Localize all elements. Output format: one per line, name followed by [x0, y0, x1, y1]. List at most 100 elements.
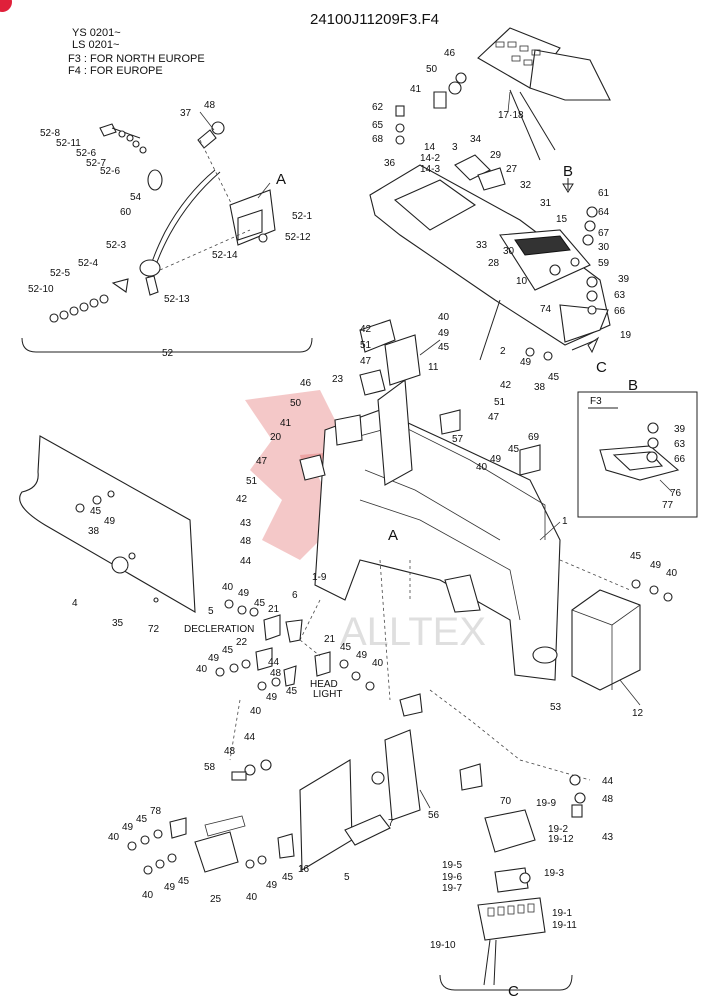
part-label: 74 [540, 304, 552, 315]
part-number-labels: 48 37 52-8 52-11 52-6 52-7 52-6 54 60 52… [28, 48, 686, 951]
part-label: 43 [240, 518, 252, 529]
part-label: 48 [602, 794, 614, 805]
view-label-a-main: A [388, 527, 398, 544]
lower-bracket-group [127, 689, 591, 875]
part-label: 67 [598, 228, 610, 239]
part-label: 72 [148, 624, 160, 635]
part-label: 11 [428, 362, 439, 373]
part-label: 49 [356, 650, 368, 661]
part-label: 69 [528, 432, 540, 443]
part-label: 52-14 [212, 250, 238, 261]
part-label: 48 [224, 746, 236, 757]
part-label: 50 [426, 64, 438, 75]
view-label-c-bottom: C [508, 983, 519, 1000]
part-label: 40 [142, 890, 154, 901]
part-label: 19-7 [442, 883, 462, 894]
part-label: 47 [488, 412, 500, 423]
part-label: 52-6 [100, 166, 120, 177]
part-label: 40 [250, 706, 262, 717]
part-label: 48 [204, 100, 216, 111]
part-label: 30 [598, 242, 610, 253]
headlight-label-1: HEAD [310, 679, 338, 690]
part-label: 19-11 [552, 920, 577, 931]
part-label: 53 [550, 702, 562, 713]
part-label: 52-1 [292, 211, 312, 222]
part-label: 19-9 [536, 798, 556, 809]
part-label: 33 [476, 240, 488, 251]
part-label: 63 [614, 290, 626, 301]
part-label: 21 [324, 634, 336, 645]
part-label: 49 [650, 560, 662, 571]
part-label: 49 [266, 880, 278, 891]
detail-b-frame [577, 391, 698, 518]
part-label: 66 [614, 306, 626, 317]
part-label: 41 [410, 84, 422, 95]
part-label: 46 [300, 378, 312, 389]
part-label: 14-3 [420, 164, 440, 175]
part-label: 5 [344, 872, 350, 883]
part-label: 45 [508, 444, 520, 455]
part-label: 19-3 [544, 868, 564, 879]
part-label: 45 [548, 372, 560, 383]
part-label: 49 [164, 882, 176, 893]
part-label: 42 [360, 324, 372, 335]
part-label: 48 [270, 668, 282, 679]
fuse-box-group [439, 809, 573, 991]
part-label: 46 [444, 48, 456, 59]
part-label: 7 [388, 818, 394, 829]
part-label: 25 [210, 894, 222, 905]
watermark: ALLTEX [245, 390, 486, 654]
part-label: 12 [632, 708, 644, 719]
part-label: 40 [372, 658, 384, 669]
part-label: 44 [602, 776, 614, 787]
part-label: 21 [268, 604, 280, 615]
part-label: 10 [516, 276, 528, 287]
part-label: 34 [470, 134, 482, 145]
part-label: 19-10 [430, 940, 456, 951]
part-label: 52-7 [86, 158, 106, 169]
part-label: 64 [598, 207, 610, 218]
part-label: 39 [618, 274, 630, 285]
part-label: 54 [130, 192, 142, 203]
view-label-a-top: A [276, 171, 286, 188]
leader-lines [199, 91, 641, 809]
part-label: 27 [506, 164, 518, 175]
part-label: 45 [90, 506, 102, 517]
part-label: 49 [122, 822, 134, 833]
part-label: 70 [500, 796, 512, 807]
part-label: 49 [520, 357, 532, 368]
part-label: 5 [208, 606, 214, 617]
switch-parts-group [215, 599, 375, 691]
part-label: 37 [180, 108, 192, 119]
part-label: 52-3 [106, 240, 126, 251]
model-line-2: LS 0201~ [72, 39, 119, 51]
part-label: 77 [662, 500, 674, 511]
part-label: 23 [332, 374, 344, 385]
watermark-text: ALLTEX [340, 610, 486, 654]
part-label: 30 [503, 246, 515, 257]
part-label: 49 [208, 653, 220, 664]
part-label: 19-12 [548, 834, 574, 845]
part-label: 57 [452, 434, 464, 445]
part-label: 19-6 [442, 872, 462, 883]
part-label: 19-5 [442, 860, 462, 871]
part-label: 1-9 [312, 572, 327, 583]
part-label: 40 [108, 832, 120, 843]
part-label: 52-8 [40, 128, 60, 139]
detail-b-variant: F3 [590, 396, 602, 407]
part-label: 45 [254, 598, 266, 609]
part-label: 40 [666, 568, 678, 579]
part-label: 4 [72, 598, 78, 609]
model-line-1: YS 0201~ [72, 27, 121, 39]
part-label: 47 [360, 356, 372, 367]
part-label: 41 [280, 418, 292, 429]
part-label: 1 [562, 516, 568, 527]
part-label: 17·18 [498, 110, 524, 121]
part-label: 40 [476, 462, 488, 473]
part-label: 43 [602, 832, 614, 843]
part-label: 51 [494, 397, 506, 408]
part-label: 45 [222, 645, 234, 656]
part-label: 6 [292, 590, 298, 601]
part-label: 51 [360, 340, 372, 351]
